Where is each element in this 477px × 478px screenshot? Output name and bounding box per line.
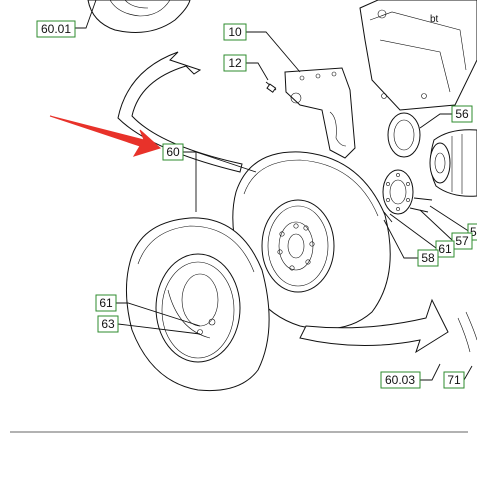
red-pointer-arrow <box>49 115 161 157</box>
callout-58: 58 <box>417 249 439 267</box>
hydraulic-motor <box>429 129 477 197</box>
bolt <box>265 81 277 93</box>
hub-flange <box>377 169 433 227</box>
gasket-ring <box>387 112 421 158</box>
callout-56: 56 <box>451 105 473 123</box>
callout-60-03: 60.03 <box>380 371 421 389</box>
callout-61-left: 61 <box>95 294 117 312</box>
svg-text:56: 56 <box>455 107 469 121</box>
callout-5-partial: 5 <box>467 223 477 241</box>
rotation-arrow-top <box>117 51 243 173</box>
callout-61-right: 61 <box>435 240 455 258</box>
svg-text:58: 58 <box>421 251 435 265</box>
callout-60: 60 <box>162 143 184 161</box>
callout-60-01: 60.01 <box>36 20 76 38</box>
callout-63: 63 <box>97 315 119 333</box>
rear-wheel <box>232 151 391 330</box>
svg-text:57: 57 <box>455 234 469 248</box>
svg-text:10: 10 <box>228 25 242 39</box>
svg-text:60.01: 60.01 <box>41 22 71 36</box>
svg-text:60.03: 60.03 <box>385 373 415 387</box>
callout-71: 71 <box>443 371 465 389</box>
upper-left-wheel-fragment <box>87 0 191 33</box>
callout-57: 57 <box>451 232 473 250</box>
svg-text:63: 63 <box>101 317 115 331</box>
rotation-arrow-bottom <box>299 298 449 354</box>
svg-text:71: 71 <box>447 373 461 387</box>
leader-lines <box>75 0 473 381</box>
rotation-arrow-right-fragment <box>457 311 477 353</box>
svg-text:61: 61 <box>438 242 452 256</box>
svg-text:12: 12 <box>228 56 242 70</box>
callout-12: 12 <box>223 54 247 72</box>
callout-10: 10 <box>223 23 247 41</box>
mounting-plate <box>284 67 356 159</box>
svg-text:bt: bt <box>430 14 439 25</box>
front-wheel <box>125 217 270 392</box>
svg-text:60: 60 <box>166 145 180 159</box>
frame-bracket-assembly: bt <box>359 0 477 111</box>
svg-text:61: 61 <box>99 296 113 310</box>
svg-text:5: 5 <box>470 225 477 239</box>
